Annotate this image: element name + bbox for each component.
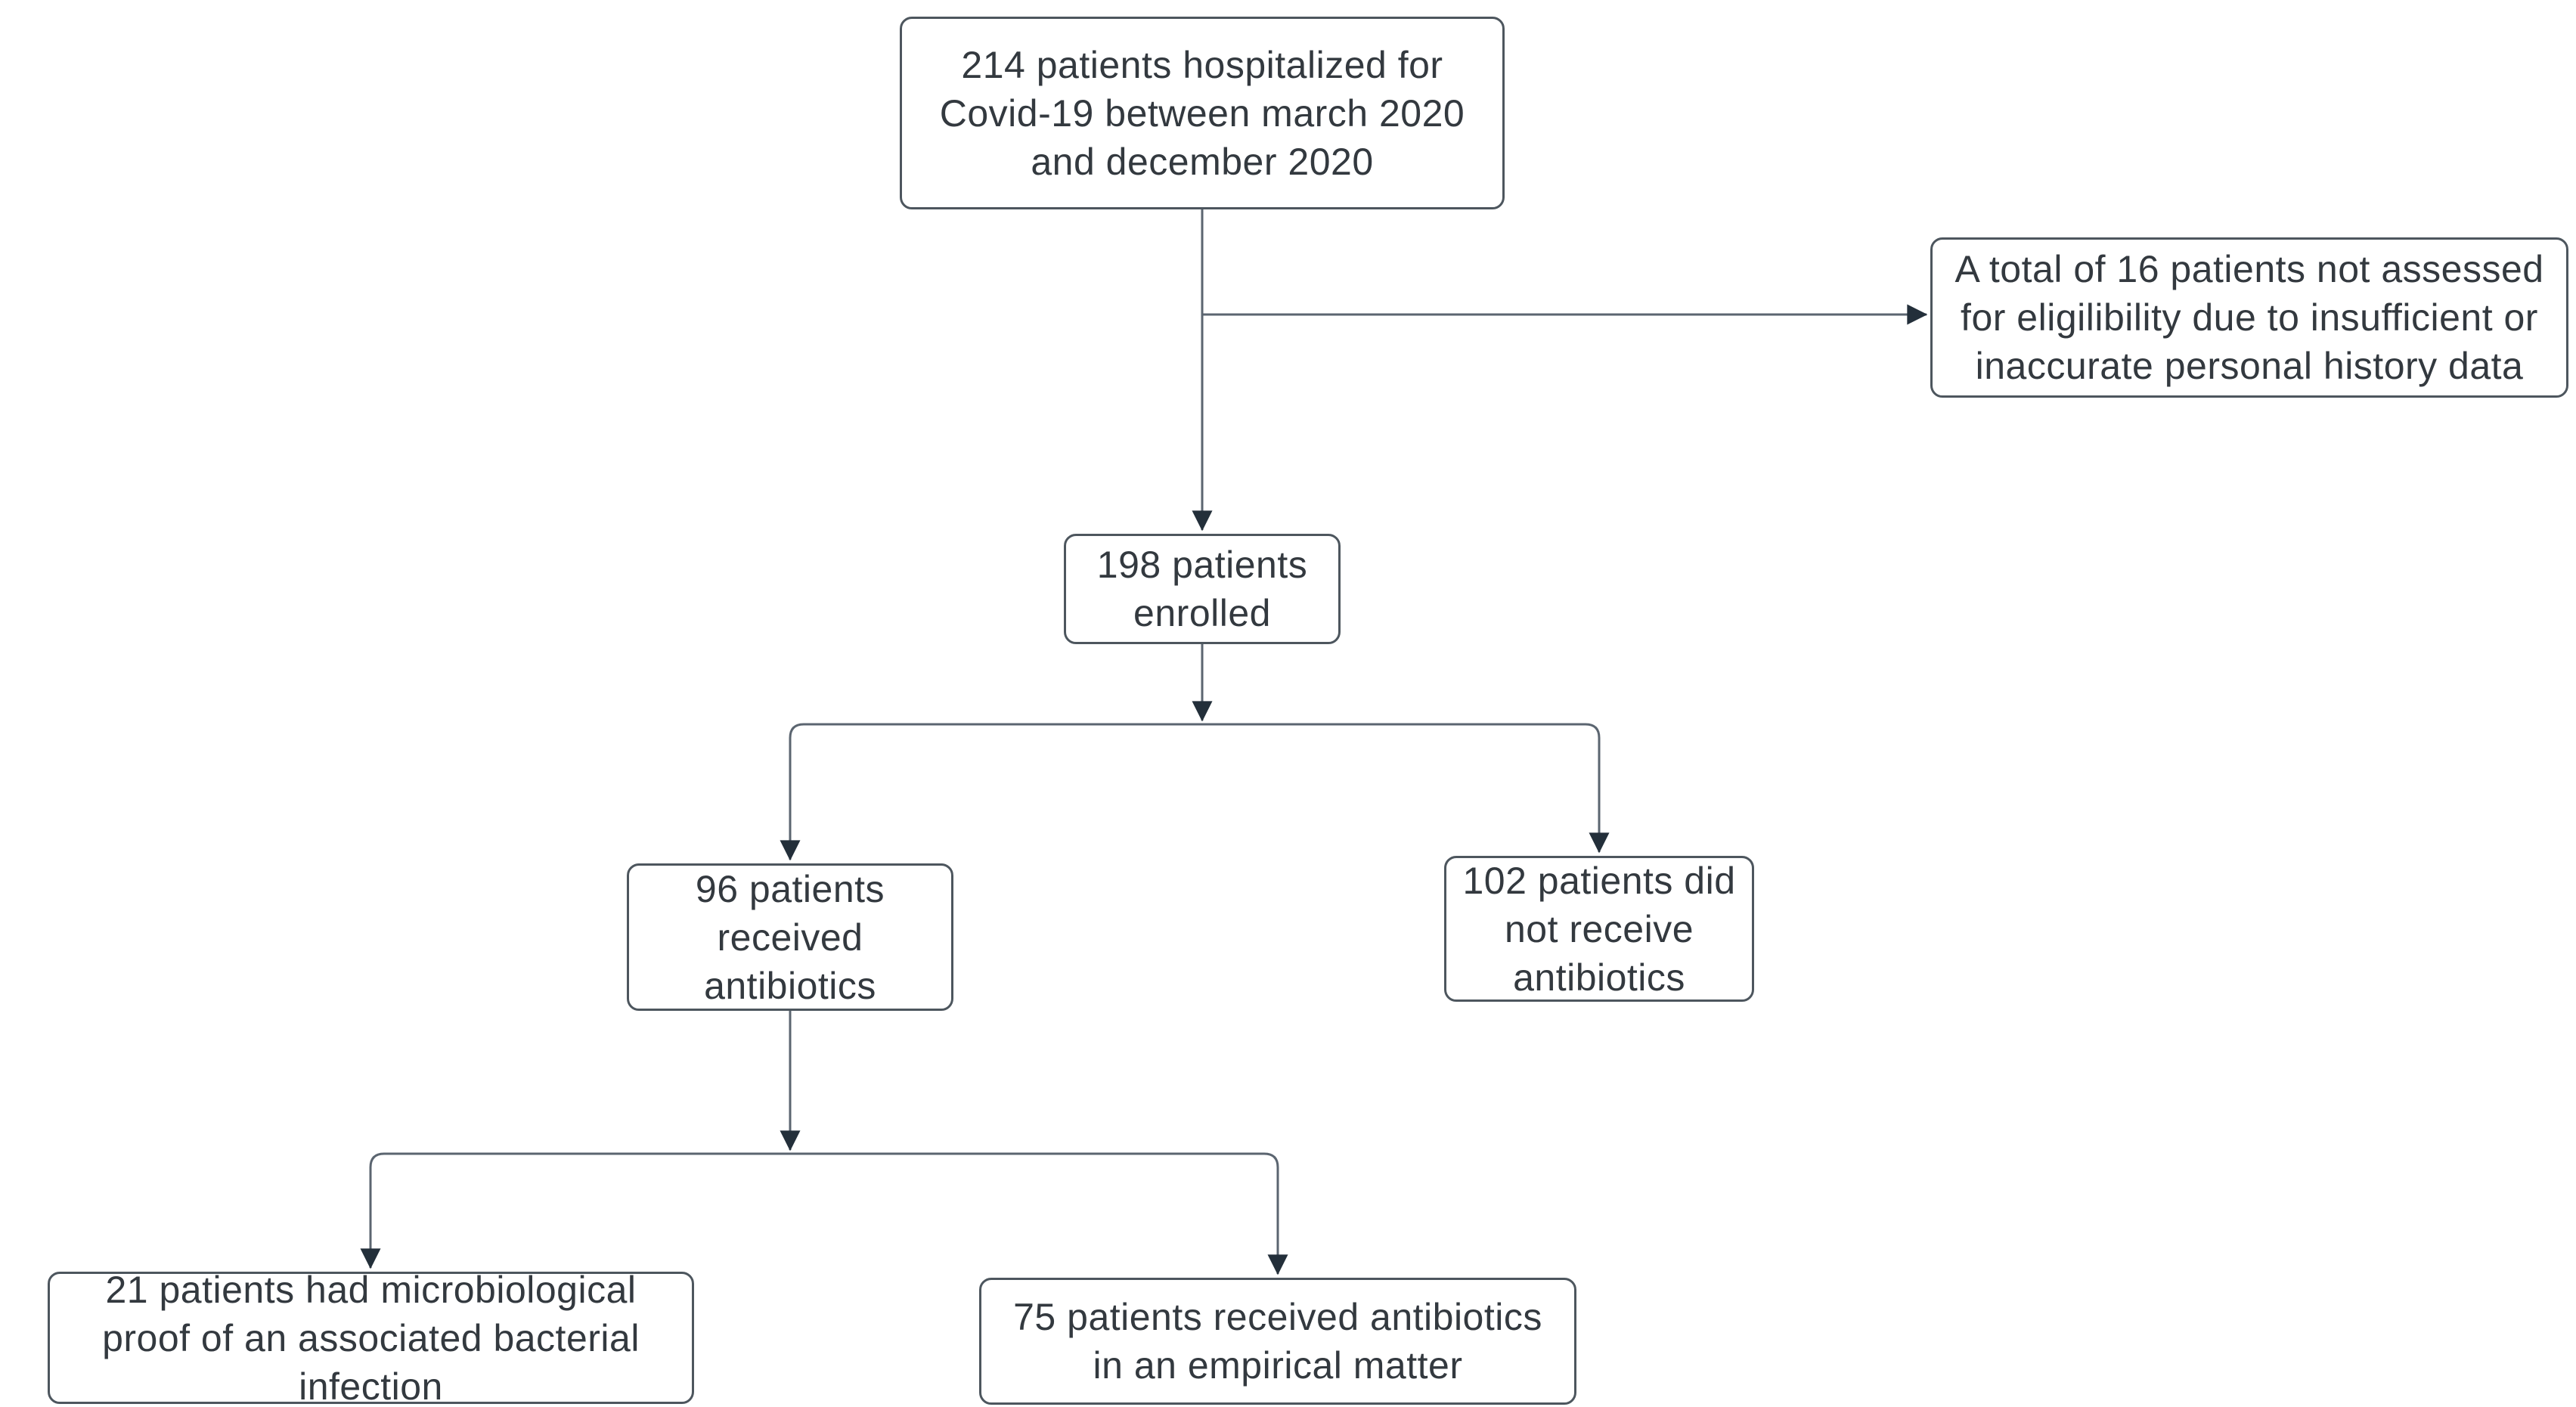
edge-split-to-antibiotics [780, 723, 1202, 861]
node-enrolled-label: 198 patients enrolled [1096, 544, 1308, 634]
node-no-antibiotics-label: 102 patients did not receive antibiotics [1462, 859, 1736, 999]
node-no-antibiotics: 102 patients did not receive antibiotics [1444, 856, 1754, 1002]
edge-split-to-empirical [790, 1152, 1288, 1275]
node-not-assessed: A total of 16 patients not assessed for … [1930, 237, 2568, 398]
node-hospitalized: 214 patients hospitalized for Covid-19 b… [900, 17, 1505, 209]
node-microbiological-label: 21 patients had microbiological proof of… [102, 1268, 640, 1407]
node-hospitalized-label: 214 patients hospitalized for Covid-19 b… [939, 43, 1465, 183]
node-enrolled: 198 patients enrolled [1064, 534, 1341, 644]
node-empirical-label: 75 patients received antibiotics in an e… [1013, 1296, 1542, 1387]
node-microbiological: 21 patients had microbiological proof of… [48, 1269, 694, 1407]
edge-split-to-no-antibiotics [1202, 723, 1610, 854]
node-antibiotics-label: 96 patients received antibiotics [695, 867, 885, 1007]
node-empirical: 75 patients received antibiotics in an e… [979, 1278, 1576, 1405]
node-antibiotics: 96 patients received antibiotics [627, 863, 953, 1011]
node-not-assessed-label: A total of 16 patients not assessed for … [1954, 248, 2544, 387]
edge-split-to-microbiological [360, 1152, 790, 1269]
